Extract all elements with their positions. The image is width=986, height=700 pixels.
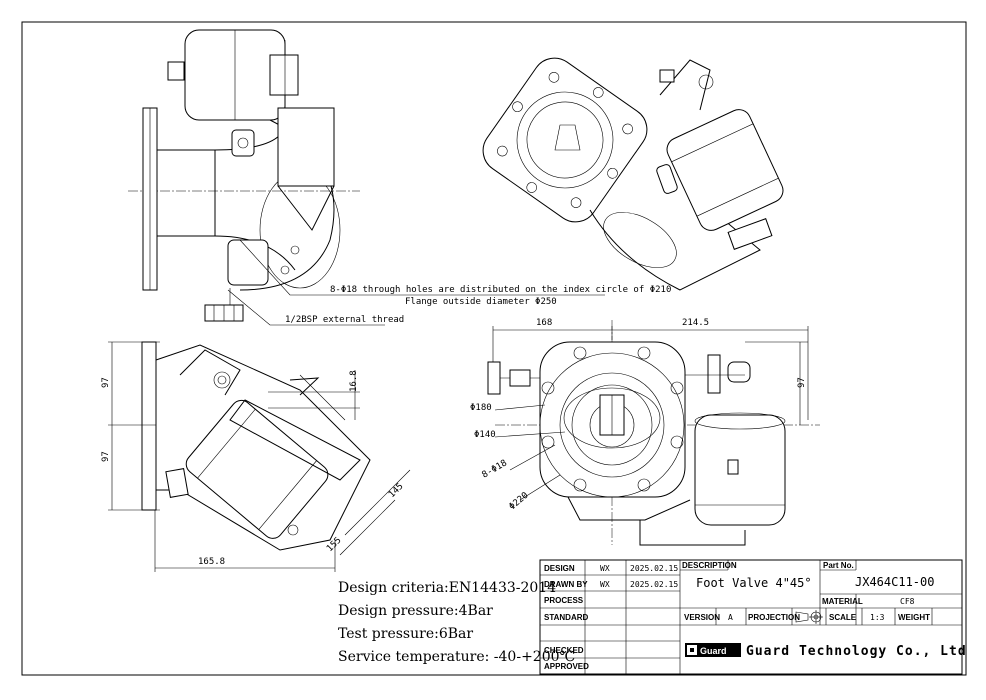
tb-approved-label: APPROVED [544, 662, 589, 671]
dim-d140: Φ140 [474, 430, 496, 440]
tb-design-label: DESIGN [544, 564, 575, 573]
tb-scale-label: SCALE [829, 613, 857, 622]
spec-temperature: Service temperature: -40-+200℃ [338, 649, 575, 665]
title-block [539, 559, 963, 675]
tb-partno-label: Part No. [823, 561, 854, 570]
spec-criteria: Design criteria:EN14433-2014 [338, 580, 556, 596]
dim-8-d18: 8-Φ18 [481, 458, 509, 480]
tb-standard-label: STANDARD [544, 613, 589, 622]
dim-front-168: 168 [536, 318, 552, 328]
dim-side-165-8: 165.8 [198, 557, 225, 567]
dim-side-97b: 97 [101, 451, 111, 462]
spec-test: Test pressure:6Bar [338, 626, 473, 642]
dim-side-145: 145 [387, 482, 406, 501]
tb-scale: 1:3 [870, 613, 885, 622]
sheet-border [21, 21, 967, 676]
view-front [487, 320, 820, 546]
tb-drawn-date: 2025.02.15 [630, 580, 678, 589]
dim-front-97: 97 [797, 377, 807, 388]
spec-pressure: Design pressure:4Bar [338, 603, 493, 619]
dim-d220: Φ220 [508, 491, 531, 513]
tb-drawn-label: DRAWN BY [544, 580, 588, 589]
tb-brand: Guard [700, 646, 727, 656]
tb-partno: JX464C11-00 [855, 575, 934, 589]
note-thread: 1/2BSP external thread [285, 315, 404, 325]
view-top-left [128, 29, 605, 326]
dim-front-214-5: 214.5 [682, 318, 709, 328]
tb-process-label: PROCESS [544, 596, 584, 605]
tb-version: A [728, 613, 733, 622]
tb-material: CF8 [900, 597, 915, 606]
tb-company: Guard Technology Co., Ltd [746, 644, 967, 659]
view-bottom-left [108, 341, 411, 572]
dim-d180: Φ180 [470, 403, 492, 413]
tb-design-by: WX [600, 564, 610, 573]
tb-design-date: 2025.02.15 [630, 564, 678, 573]
tb-checked-label: CHECKED [544, 646, 584, 655]
view-isometric [482, 57, 784, 291]
tb-drawn-by: WX [600, 580, 610, 589]
tb-material-label: MATERIAL [822, 597, 863, 606]
tb-description-label: DESCRIPTION [682, 561, 737, 570]
tb-version-label: VERSION [684, 613, 720, 622]
note-flange-od: Flange outside diameter Φ250 [405, 297, 557, 307]
tb-projection-label: PROJECTION [748, 613, 800, 622]
dim-side-16-8: 16.8 [349, 370, 359, 392]
tb-weight-label: WEIGHT [898, 613, 930, 622]
tb-description: Foot Valve 4"45° [696, 576, 812, 590]
dim-side-97a: 97 [101, 377, 111, 388]
dim-side-155: 155 [325, 536, 344, 555]
note-holes: 8-Φ18 through holes are distributed on t… [330, 285, 671, 295]
